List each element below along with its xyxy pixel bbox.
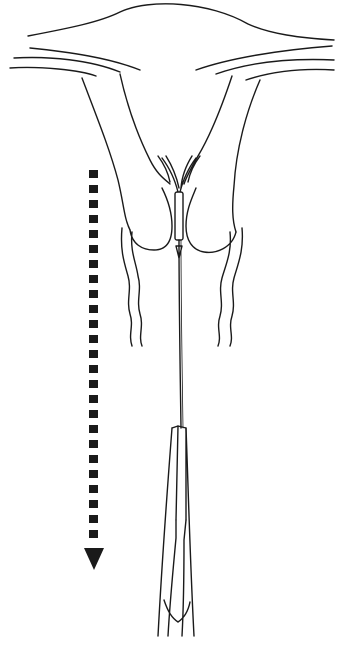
vaginal-wall-right-outer [230,228,242,346]
removal-string-2 [181,240,183,428]
arrow-dash [89,380,98,388]
tissue-line-right-3 [246,69,334,80]
arrow-dash [89,335,98,343]
downward-direction-arrow [89,170,98,538]
forceps-box-joint [164,600,190,622]
tissue-line-right-1 [196,46,332,70]
tissue-line-left-3 [10,67,96,76]
arrow-dash [89,485,98,493]
arrow-dash [89,170,98,178]
vaginal-wall-left-inner [132,232,142,346]
forceps-tip-left [172,426,178,520]
arrow-dash [89,215,98,223]
tissue-line-right-2 [216,60,334,74]
arrow-dash [89,260,98,268]
arrow-dash [89,500,98,508]
arrow-dash [89,365,98,373]
uterus-outer-right [233,80,260,232]
arrow-dash [89,275,98,283]
arrow-dash [89,230,98,238]
arrow-dash [89,425,98,433]
vaginal-wall-right-inner [218,232,230,346]
tissue-line-left-1 [30,48,140,70]
arrow-dash [89,200,98,208]
arrow-dash [89,410,98,418]
arrow-head [84,548,104,570]
uterus-inner-left [120,74,170,184]
arrow-dash [89,455,98,463]
cervix-lobe-left [130,188,172,250]
vaginal-wall-left-outer [121,228,132,346]
arrow-dash [89,530,98,538]
iud-stem [175,192,183,240]
arrow-dash [89,515,98,523]
arrow-dash [89,470,98,478]
iud-arm-left-inner [166,156,179,188]
uterus-inner-right [184,76,232,184]
arrow-dash [89,395,98,403]
arrow-dash [89,185,98,193]
forceps-tip-right [178,426,186,520]
arrow-dash [89,305,98,313]
arrow-dash [89,440,98,448]
cervix-lobe-right [186,188,236,252]
uterus-fundus [28,4,334,40]
arrow-dash [89,245,98,253]
arrow-dash [89,320,98,328]
arrow-dash [89,350,98,358]
arrow-dash [89,290,98,298]
